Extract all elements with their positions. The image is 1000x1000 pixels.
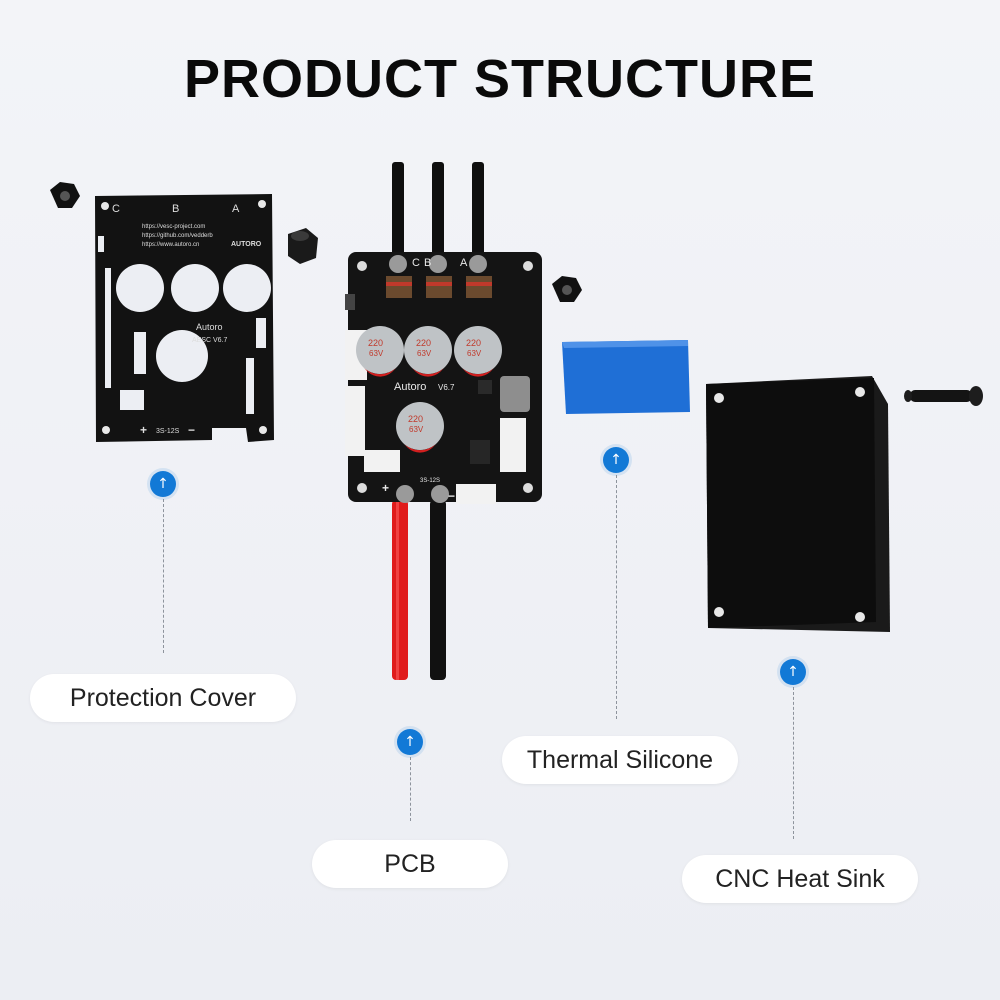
pcb-phase-a: A xyxy=(460,257,468,269)
leader-pcb xyxy=(410,757,411,821)
page-title: PRODUCT STRUCTURE xyxy=(184,49,816,109)
cover-phase-c: C xyxy=(112,203,120,215)
cover-brand: AUTORO xyxy=(231,241,262,248)
cnc-heat-sink xyxy=(706,376,983,632)
cover-phase-b: B xyxy=(172,203,179,215)
cover-url-2: https://github.com/vedderb xyxy=(142,233,213,239)
marker-cnc-heat-sink: ↑ xyxy=(780,659,806,685)
cap-label-4: 220 xyxy=(408,414,423,424)
cover-plus: + xyxy=(140,423,147,437)
cap-voltage-3: 63V xyxy=(467,349,482,358)
cover-minus: − xyxy=(188,423,195,437)
leader-cnc-heat-sink xyxy=(793,687,794,839)
pcb-version: V6.7 xyxy=(438,383,455,392)
protection-cover: C B A https://vesc-project.com https://g… xyxy=(50,182,318,442)
cap-label-2: 220 xyxy=(416,338,431,348)
cover-model-1: Autoro xyxy=(196,322,223,332)
cap-label-3: 220 xyxy=(466,338,481,348)
cover-voltage: 3S-12S xyxy=(156,428,180,435)
cover-model-2: AESC V6.7 xyxy=(192,337,228,344)
screw xyxy=(910,390,972,402)
cover-phase-a: A xyxy=(232,203,240,215)
label-pcb: PCB xyxy=(312,840,508,888)
wire-positive xyxy=(392,500,408,680)
thermal-silicone-pad xyxy=(562,340,690,414)
wire-negative xyxy=(430,500,446,680)
cap-label-1: 220 xyxy=(368,338,383,348)
label-protection-cover: Protection Cover xyxy=(30,674,296,722)
marker-thermal-silicone: ↑ xyxy=(603,447,629,473)
pcb-brand: Autoro xyxy=(394,381,426,393)
label-thermal-silicone: Thermal Silicone xyxy=(502,736,738,784)
pcb-phase-b: B xyxy=(424,257,431,269)
cap-voltage-1: 63V xyxy=(369,349,384,358)
marker-pcb: ↑ xyxy=(397,729,423,755)
marker-protection-cover: ↑ xyxy=(150,471,176,497)
leader-thermal-silicone xyxy=(616,475,617,719)
pcb-minus: − xyxy=(448,489,455,503)
pcb-board: 220 220 220 220 63V 63V 63V 63V Autoro V… xyxy=(345,162,582,680)
pcb-voltage: 3S-12S xyxy=(420,478,440,484)
cover-url-1: https://vesc-project.com xyxy=(142,224,205,230)
cap-voltage-2: 63V xyxy=(417,349,432,358)
leader-protection-cover xyxy=(163,499,164,653)
pcb-plus: + xyxy=(382,481,389,495)
pcb-phase-c: C xyxy=(412,257,420,269)
cover-url-3: https://www.autoro.cn xyxy=(142,242,199,248)
label-cnc-heat-sink: CNC Heat Sink xyxy=(682,855,918,903)
cap-voltage-4: 63V xyxy=(409,425,424,434)
